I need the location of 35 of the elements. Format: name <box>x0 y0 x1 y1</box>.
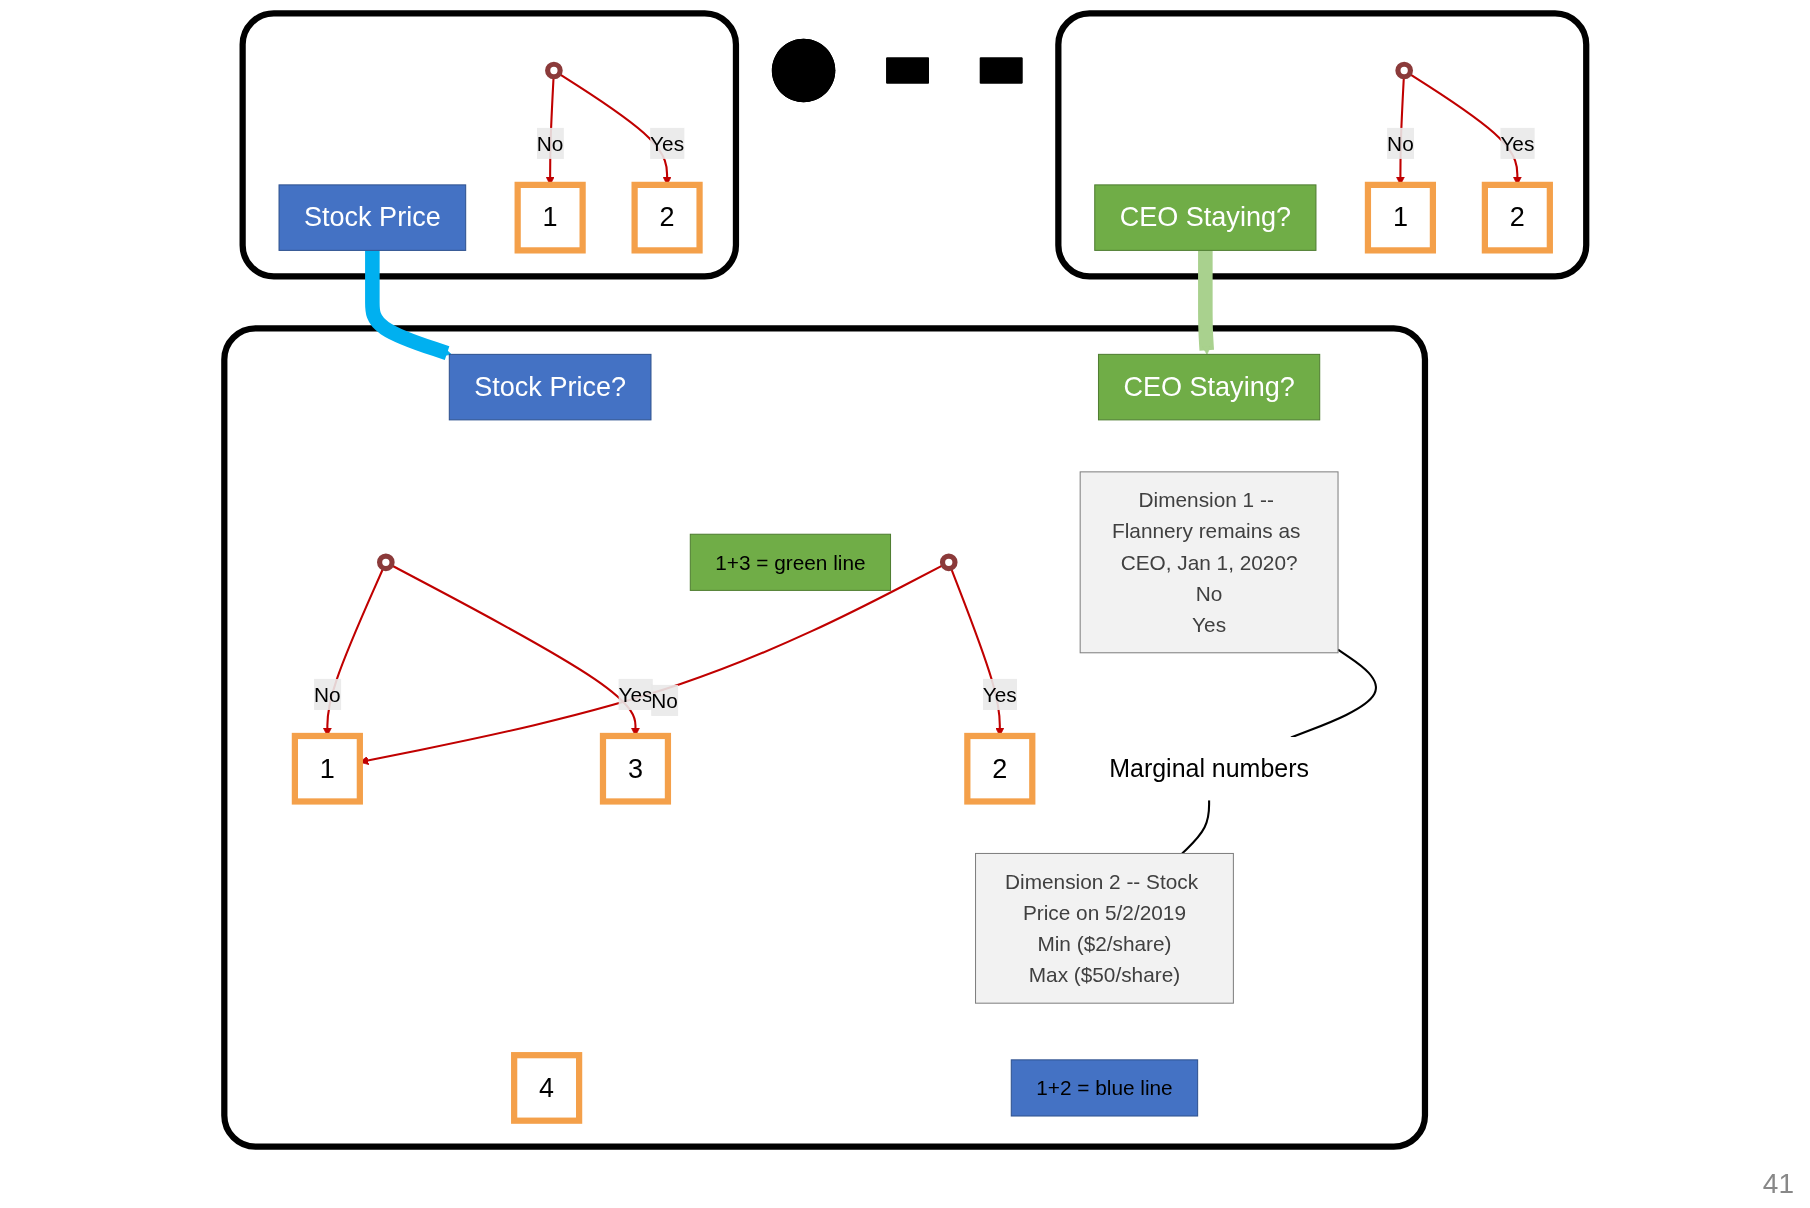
node-box: Dimension 2 -- Stock Price on 5/2/2019 Min ($2/share) Max ($50/share) <box>974 852 1234 1004</box>
edge-label: No <box>1386 131 1414 155</box>
connector <box>1181 799 1210 855</box>
node-box: CEO Staying? <box>1097 353 1320 421</box>
edge-label: No <box>313 682 341 706</box>
cluster <box>239 10 739 280</box>
node-box: 2 <box>631 181 703 254</box>
edge-label: Yes <box>649 131 684 155</box>
node-box: 1+3 = green line <box>689 533 891 591</box>
edge-label: No <box>536 131 564 155</box>
node-box: 2 <box>963 732 1036 805</box>
node-circle <box>1395 61 1413 80</box>
node-box: 3 <box>599 732 671 805</box>
node-text: Marginal numbers <box>1108 754 1309 783</box>
cluster <box>220 325 1428 1150</box>
node-circle <box>376 553 395 572</box>
node-box: 2 <box>1481 181 1553 254</box>
node-circle <box>544 61 563 80</box>
cluster <box>1054 10 1590 280</box>
edge-label: No <box>650 688 678 712</box>
edge-label: Yes <box>982 682 1017 706</box>
node-box: CEO Staying? <box>1093 184 1317 251</box>
page-number: 41 <box>1762 1168 1794 1199</box>
node-box: Stock Price <box>278 184 466 251</box>
node-box: 4 <box>510 1052 582 1124</box>
node-box: 1 <box>291 732 363 805</box>
edge-label: Yes <box>1500 131 1535 155</box>
node-circle <box>939 553 958 572</box>
node-box: 1 <box>514 181 586 254</box>
connector <box>1290 648 1377 739</box>
node-box: 1+2 = blue line <box>1010 1059 1198 1117</box>
node-box: 1 <box>1364 181 1436 254</box>
node-box: Stock Price? <box>448 353 652 421</box>
node-box: Dimension 1 -- Flannery remains as CEO, Jan 1, 2020? No Yes <box>1079 471 1339 654</box>
edge-label: Yes <box>618 682 653 706</box>
